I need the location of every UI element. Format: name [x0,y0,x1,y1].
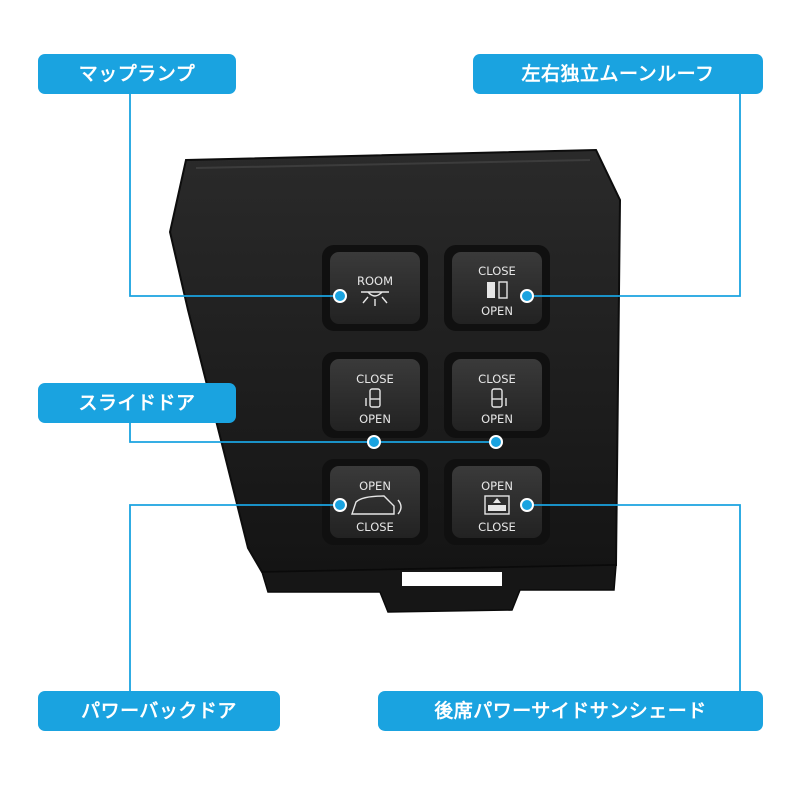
panel-slot [402,572,502,586]
moonroof-close-label: CLOSE [478,264,516,278]
leader-dot [333,498,347,512]
rear-sunshade-button[interactable]: OPEN CLOSE [444,459,550,545]
leader-lines [129,90,741,693]
slide-door-left-button[interactable]: CLOSE OPEN [322,352,428,438]
power-back-door-callout: パワーバックドア [38,691,280,731]
leader-back-door [129,504,340,693]
moonroof-icon [487,281,508,299]
moonroof-button[interactable]: CLOSE OPEN [444,245,550,331]
rear-sunshade-callout: 後席パワーサイドサンシェード [378,691,763,731]
leader-dot [520,289,534,303]
leader-dots [333,289,534,512]
slide-right-close-label: CLOSE [478,372,516,386]
leader-dot [333,289,347,303]
back-door-close-label: CLOSE [356,520,394,534]
sunshade-close-label: CLOSE [478,520,516,534]
back-door-open-label: OPEN [359,479,391,493]
slide-left-open-label: OPEN [359,412,391,426]
leader-dot [489,435,503,449]
power-back-door-button[interactable]: OPEN CLOSE [322,459,428,545]
moonroof-open-label: OPEN [481,304,513,318]
back-door-icon [351,495,402,515]
sunshade-open-label: OPEN [481,479,513,493]
leader-dot [367,435,381,449]
dome-light-icon [361,291,389,306]
leader-moonroof [527,90,741,297]
leader-map-lamp [129,90,340,297]
slide-left-close-label: CLOSE [356,372,394,386]
left-sliding-door-icon [365,388,381,408]
moonroof-callout: 左右独立ムーンルーフ [473,54,763,94]
leader-sunshade [527,504,741,693]
room-label: ROOM [357,274,393,288]
panel-mount-tab [260,564,617,613]
right-sliding-door-icon [491,388,507,408]
map-lamp-callout: マップランプ [38,54,236,94]
slide-right-open-label: OPEN [481,412,513,426]
sliding-door-callout: スライドドア [38,383,236,423]
room-lamp-button[interactable]: ROOM [322,245,428,331]
leader-dot [520,498,534,512]
slide-door-right-button[interactable]: CLOSE OPEN [444,352,550,438]
sunshade-icon [484,495,510,515]
